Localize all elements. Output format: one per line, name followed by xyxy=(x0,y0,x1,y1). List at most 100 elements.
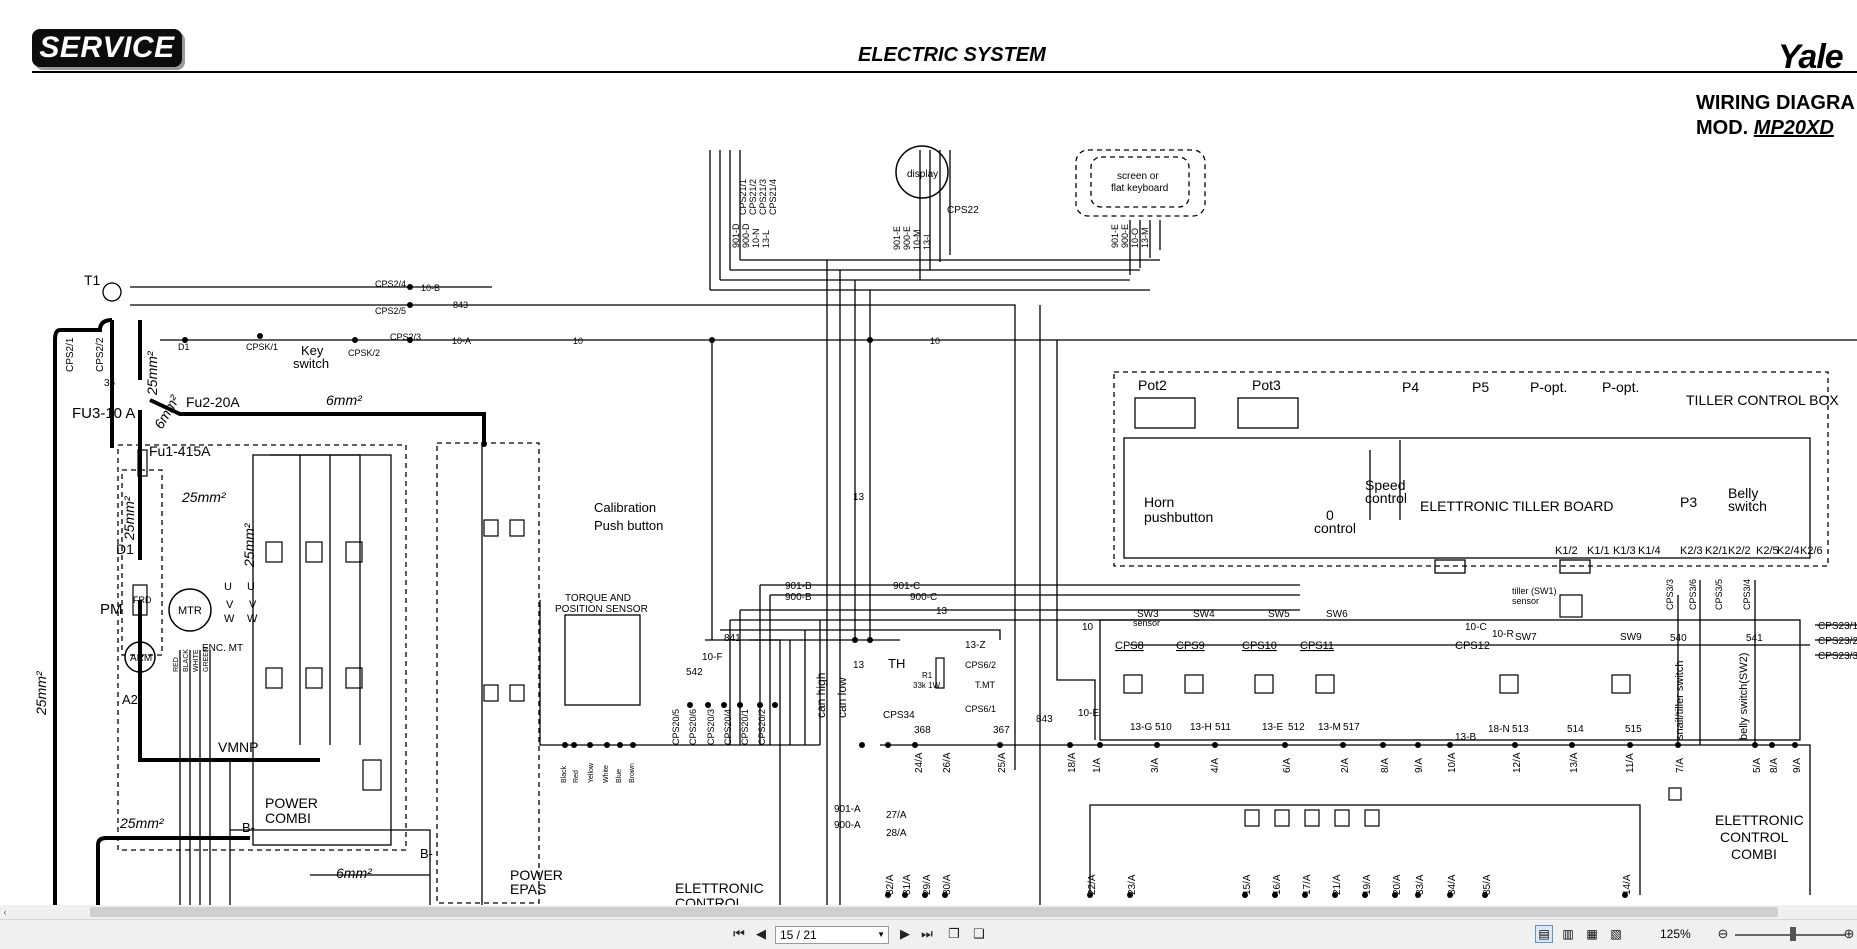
page-number-input[interactable]: 15 / 21▼ xyxy=(775,926,889,944)
label-elettronic-control-2: CONTROL xyxy=(675,895,744,905)
top-pin-label: 4/A xyxy=(1210,758,1221,773)
top-pin-label: 5/A xyxy=(1752,758,1763,773)
label-mm6c: 6mm² xyxy=(336,865,373,881)
cps21-wire-label: 900-D xyxy=(741,223,751,248)
service-logo: SERVICE xyxy=(32,29,182,67)
label-key-switch-1: Key xyxy=(301,343,324,358)
label-cps62: CPS6/2 xyxy=(965,660,996,670)
book-view-icon[interactable]: ▧ xyxy=(1610,927,1622,941)
display-wire-label: 10-M xyxy=(912,229,922,250)
label-fu2: Fu2-20A xyxy=(186,394,240,410)
cps20-label: CPS20/2 xyxy=(757,709,767,745)
label-w13z: 13-Z xyxy=(965,640,986,651)
label-w901a: 901-A xyxy=(834,804,861,815)
label-tiller-sensor: sensor xyxy=(1512,596,1539,606)
bottom-pin-label: 21/A xyxy=(1332,874,1343,895)
label-a2: A2 xyxy=(122,692,138,707)
zoom-in-icon[interactable]: ⊕ xyxy=(1843,926,1855,941)
label-r1: R1 xyxy=(922,671,933,680)
cps20-label: CPS20/5 xyxy=(671,709,681,745)
top-pin-label: 26/A xyxy=(942,752,953,773)
continuous-view-icon[interactable]: ▥ xyxy=(1562,927,1574,941)
label-key-switch-2: switch xyxy=(293,356,329,371)
label-pot2: Pot2 xyxy=(1138,377,1167,393)
label-cps21: CPS2/1 xyxy=(65,337,76,372)
label-power-combi-2: COMBI xyxy=(265,810,311,826)
label-mm25b: 25mm² xyxy=(181,489,227,505)
label-sw5: SW5 xyxy=(1268,609,1290,620)
zoom-slider-handle[interactable] xyxy=(1790,927,1796,941)
document-viewport: T1 CPS2/4 CPS2/5 CPS2/3 10-B 843 10-A 10… xyxy=(32,29,1857,905)
label-p3: P3 xyxy=(1680,494,1697,510)
label-w512: 512 xyxy=(1288,722,1305,733)
motor-wire-label: RED xyxy=(173,657,180,672)
cps20-label: CPS20/6 xyxy=(688,709,698,745)
last-page-icon[interactable]: ⏭ xyxy=(921,926,933,941)
bottom-pin-label: 34/A xyxy=(1447,874,1458,895)
facing-view-icon[interactable]: ▦ xyxy=(1586,927,1598,941)
label-popt1: P-opt. xyxy=(1530,379,1567,395)
label-cps25: CPS2/5 xyxy=(375,306,406,316)
copy-icon[interactable]: ❐ xyxy=(948,926,960,941)
label-w511: 511 xyxy=(1215,722,1231,733)
label-cps9: CPS9 xyxy=(1176,640,1205,652)
cps21-pin-label: CPS21/1 xyxy=(738,179,748,215)
top-pin-label: 6/A xyxy=(1282,758,1293,773)
label-snail: snail/tiller switch xyxy=(1674,661,1686,740)
label-tmt: T.MT xyxy=(975,680,995,690)
single-page-view-icon[interactable]: ▤ xyxy=(1535,925,1553,943)
chevron-down-icon: ▼ xyxy=(877,930,885,939)
label-p5: P5 xyxy=(1472,379,1489,395)
zoom-out-icon[interactable]: ⊖ xyxy=(1717,926,1729,941)
label-k13: K1/3 xyxy=(1613,545,1636,557)
label-combi-3: COMBI xyxy=(1731,846,1777,862)
label-k26: K2/6 xyxy=(1800,545,1823,557)
label-popt2: P-opt. xyxy=(1602,379,1639,395)
label-horn-2: pushbutton xyxy=(1144,509,1213,525)
label-w1: W xyxy=(224,613,235,625)
label-combi-2: CONTROL xyxy=(1720,829,1789,845)
label-horn-1: Horn xyxy=(1144,494,1174,510)
label-cps35: CPS3/5 xyxy=(1714,579,1724,610)
first-page-icon[interactable]: ⏮ xyxy=(733,926,745,941)
label-w900c: 900-C xyxy=(910,592,937,603)
label-w542: 542 xyxy=(686,667,703,678)
label-elettronic-control: ELETTRONIC xyxy=(675,880,764,896)
next-page-icon[interactable]: ▶ xyxy=(900,926,910,941)
label-w13e: 13-E xyxy=(1262,722,1283,733)
label-d1: D1 xyxy=(178,342,190,352)
label-cps24: CPS2/4 xyxy=(375,279,406,289)
label-cps233: CPS23/3 xyxy=(1818,651,1857,662)
label-cps11: CPS11 xyxy=(1300,640,1334,652)
sensor-wire-label: White xyxy=(603,765,610,783)
label-k11: K1/1 xyxy=(1587,545,1610,557)
label-bminus1: B- xyxy=(242,820,255,835)
display-wire-label: 901-E xyxy=(892,226,902,250)
label-w27a: 27/A xyxy=(886,810,907,821)
label-cps23: CPS2/3 xyxy=(390,332,421,342)
scroll-left-icon[interactable]: ‹ xyxy=(3,907,7,917)
label-w510: 510 xyxy=(1155,722,1172,733)
label-mm25f: 25mm² xyxy=(33,670,49,716)
label-w13c: 13 xyxy=(853,660,865,671)
label-k25: K2/5 xyxy=(1756,545,1779,557)
scrollbar-thumb[interactable] xyxy=(90,907,1778,917)
label-enc: ENC. MT xyxy=(202,643,243,654)
label-w13g: 13-G xyxy=(1130,722,1152,733)
sensor-wire-label: Red xyxy=(573,770,580,783)
label-screen-2: flat keyboard xyxy=(1111,183,1168,194)
label-cps61: CPS6/1 xyxy=(965,704,996,714)
bottom-pin-label: 33/A xyxy=(1415,874,1426,895)
label-cps33: CPS3/3 xyxy=(1665,579,1675,610)
label-torque-2: POSITION SENSOR xyxy=(555,604,648,615)
brand-logo: Yale xyxy=(1778,38,1844,76)
previous-page-icon[interactable]: ◀ xyxy=(756,926,766,941)
screen-wire-label: 900-E xyxy=(1120,224,1130,248)
paste-icon[interactable]: ❏ xyxy=(973,926,985,941)
sensor-wire-label: Blue xyxy=(616,769,623,783)
label-cps34: CPS34 xyxy=(883,710,915,721)
label-mm25e: 25mm² xyxy=(119,815,165,831)
label-w10c: 10-C xyxy=(1465,622,1487,633)
label-w541: 541 xyxy=(1746,633,1763,644)
page-title: ELECTRIC SYSTEM xyxy=(858,44,1046,66)
